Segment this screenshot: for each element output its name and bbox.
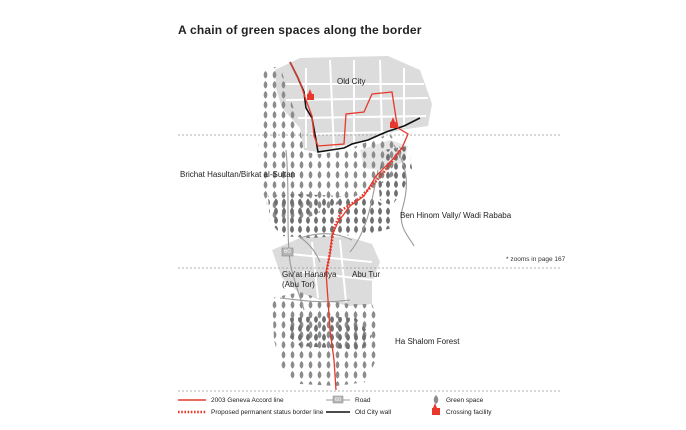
label-road-60: 60 <box>284 249 291 255</box>
map-title: A chain of green spaces along the border <box>178 23 422 37</box>
legend-crossing-facility: Crossing facility <box>446 409 492 416</box>
zoom-note: * zooms in page 167 <box>506 256 566 263</box>
legend-proposed-border: Proposed permanent status border line <box>211 409 324 416</box>
label-brichat-hasultan: Brichat Hasultan/Birkat al-Sultan <box>180 170 296 179</box>
roads <box>279 144 415 311</box>
legend-geneva-line: 2003 Geneva Accord line <box>211 397 284 404</box>
section-dividers <box>178 134 562 392</box>
legend-road-badge: 60 <box>335 397 342 403</box>
proposed-border-line <box>324 147 404 277</box>
legend-green-space: Green space <box>446 397 484 404</box>
legend-road: Road <box>355 397 371 404</box>
label-abu-tor-paren: (Abu Tor) <box>282 280 315 289</box>
label-ben-hinom: Ben Hinom Vally/ Wadi Rababa <box>400 211 512 220</box>
label-givat-hananya: Giv'at Hananya <box>282 270 337 279</box>
legend-swatches <box>178 395 440 415</box>
road-60-badge-map <box>281 247 294 257</box>
label-abu-tur: Abu Tur <box>352 270 381 279</box>
label-ha-shalom-forest: Ha Shalom Forest <box>395 337 460 346</box>
label-old-city: Old City <box>337 77 366 86</box>
green-space-areas <box>258 66 412 386</box>
legend-old-city-wall: Old City wall <box>355 409 392 416</box>
crossing-facility-marker <box>307 89 397 128</box>
